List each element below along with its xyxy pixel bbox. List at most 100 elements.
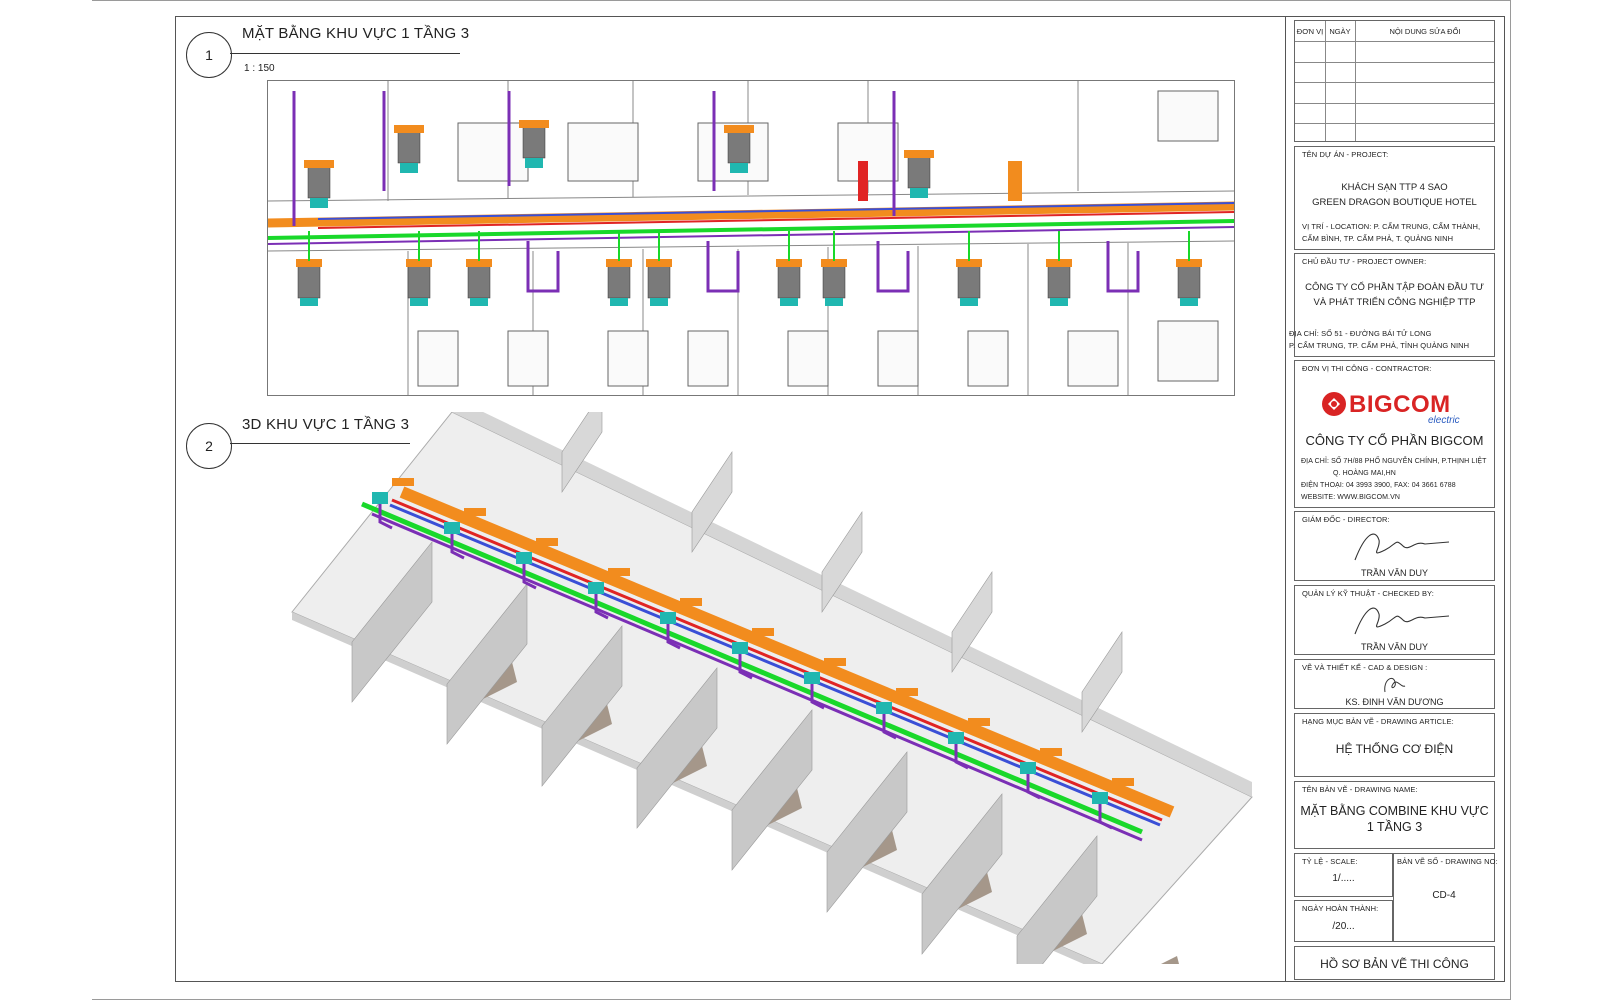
iso-fcu-unit xyxy=(588,582,604,594)
plan-unit-duct xyxy=(724,125,754,133)
plan-fcu-unit xyxy=(907,155,931,189)
iso-partition-wall xyxy=(691,451,733,553)
floor-plan-drawing xyxy=(268,81,1234,395)
plan-unit-duct xyxy=(304,160,334,168)
footer-text: HỒ SƠ BẢN VẼ THI CÔNG xyxy=(1320,957,1469,971)
scale-cell: TỶ LỆ - SCALE: 1/..... xyxy=(1294,853,1393,897)
contractor-cell: ĐƠN VỊ THI CÔNG - CONTRACTOR: BIGCOM ele… xyxy=(1294,360,1495,508)
plan-fcu-unit xyxy=(522,125,546,159)
iso-unit-duct xyxy=(464,508,486,516)
plan-fcu-unit xyxy=(777,265,801,299)
plan-branch-loop xyxy=(1106,241,1140,293)
contractor-phone: ĐIỆN THOẠI: 04 3993 3900, FAX: 04 3661 6… xyxy=(1301,482,1456,489)
article-cell: HẠNG MỤC BẢN VẼ - DRAWING ARTICLE: HỆ TH… xyxy=(1294,713,1495,777)
plan-unit-duct xyxy=(776,259,802,267)
designer-label: VẼ VÀ THIẾT KẾ - CAD & DESIGN : xyxy=(1302,663,1428,672)
iso-branch-pipe xyxy=(738,654,753,680)
plan-fcu-unit xyxy=(607,265,631,299)
plan-branch-loop xyxy=(706,241,740,293)
iso-fcu-unit xyxy=(948,732,964,744)
iso-branch-pipe xyxy=(378,504,393,530)
revision-row-5 xyxy=(1295,123,1494,124)
checker-cell: QUẢN LÝ KỸ THUẬT - CHECKED BY: TRẦN VĂN … xyxy=(1294,585,1495,655)
iso-fcu-unit xyxy=(1092,792,1108,804)
plan-unit-duct xyxy=(296,259,322,267)
revision-col-2 xyxy=(1355,21,1356,141)
director-label: GIÁM ĐỐC - DIRECTOR: xyxy=(1302,515,1390,524)
iso-branch-pipe xyxy=(522,564,537,590)
view-1-title: MẶT BẰNG KHU VỰC 1 TẦNG 3 xyxy=(242,25,470,42)
plan-unit-grille xyxy=(1050,298,1068,306)
iso-fcu-unit xyxy=(732,642,748,654)
scale-value: 1/..... xyxy=(1332,873,1355,884)
article-label: HẠNG MỤC BẢN VẼ - DRAWING ARTICLE: xyxy=(1302,717,1454,726)
iso-fcu-unit xyxy=(876,702,892,714)
isometric-drawing xyxy=(291,412,1253,964)
plan-unit-grille xyxy=(730,163,748,173)
iso-unit-duct xyxy=(392,478,414,486)
iso-fcu-unit xyxy=(444,522,460,534)
project-cell: TÊN DỰ ÁN - PROJECT: KHÁCH SẠN TTP 4 SAO… xyxy=(1294,146,1495,250)
plan-unit-duct xyxy=(394,125,424,133)
iso-partition-wall xyxy=(951,571,993,673)
plan-fcu-unit xyxy=(957,265,981,299)
plan-fcu-unit xyxy=(467,265,491,299)
iso-unit-duct xyxy=(752,628,774,636)
iso-fcu-unit xyxy=(660,612,676,624)
completion-label: NGÀY HOÀN THÀNH: xyxy=(1302,904,1379,913)
revision-header-unit: ĐƠN VỊ xyxy=(1296,26,1324,36)
article-value: HỆ THỐNG CƠ ĐIỆN xyxy=(1335,742,1454,756)
plan-fcu-unit xyxy=(822,265,846,299)
iso-branch-pipe xyxy=(1026,774,1041,800)
drawing-frame xyxy=(175,16,1505,982)
revision-header-content: NỘI DUNG SỬA ĐỔI xyxy=(1389,26,1461,36)
title-block: ĐƠN VỊ NGÀY NỘI DUNG SỬA ĐỔI TÊN DỰ ÁN -… xyxy=(1285,16,1505,982)
director-signature xyxy=(1354,533,1450,561)
view-1-number-text: 1 xyxy=(205,47,213,63)
iso-partition-wall xyxy=(1081,631,1123,733)
plan-branch-loop xyxy=(876,241,910,293)
iso-partition-wall xyxy=(921,793,1003,955)
plan-unit-duct xyxy=(606,259,632,267)
iso-bed xyxy=(1161,956,1179,964)
iso-fcu-unit xyxy=(516,552,532,564)
plan-fcu-unit xyxy=(647,265,671,299)
iso-fcu-unit xyxy=(1020,762,1036,774)
plan-unit-grille xyxy=(1180,298,1198,306)
iso-unit-duct xyxy=(680,598,702,606)
sheet-edge-top xyxy=(92,0,1510,1)
isometric-3d-view[interactable] xyxy=(262,412,1256,964)
iso-fcu-unit xyxy=(372,492,388,504)
contractor-address-1: ĐỊA CHỈ: SỐ 7H/88 PHỐ NGUYỄN CHÍNH, P.TH… xyxy=(1301,458,1487,465)
director-name: TRẦN VĂN DUY xyxy=(1360,568,1428,578)
plan-fcu-unit xyxy=(407,265,431,299)
iso-partition-wall xyxy=(731,709,813,871)
revision-table: ĐƠN VỊ NGÀY NỘI DUNG SỬA ĐỔI xyxy=(1294,20,1495,142)
floor-plan-view[interactable] xyxy=(267,80,1235,396)
contractor-website: WEBSITE: WWW.BIGCOM.VN xyxy=(1301,494,1401,501)
iso-branch-pipe xyxy=(1098,804,1113,830)
iso-fcu-unit xyxy=(804,672,820,684)
iso-partition-wall xyxy=(351,541,433,703)
plan-fcu-unit xyxy=(307,165,331,199)
iso-branch-pipe xyxy=(594,594,609,620)
view-2-number-text: 2 xyxy=(205,438,213,454)
plan-unit-grille xyxy=(610,298,628,306)
project-label: TÊN DỰ ÁN - PROJECT: xyxy=(1302,150,1389,159)
plan-unit-grille xyxy=(300,298,318,306)
contractor-address-2: Q. HOÀNG MAI,HN xyxy=(1333,470,1396,477)
plan-unit-grille xyxy=(780,298,798,306)
plan-unit-duct xyxy=(646,259,672,267)
view-1-title-rule xyxy=(230,53,460,54)
designer-name: KS. ĐINH VĂN DƯƠNG xyxy=(1345,697,1444,707)
owner-address-2: P. CẨM TRUNG, TP. CẨM PHẢ, TỈNH QUẢNG NI… xyxy=(1289,341,1470,350)
plan-fcu-unit xyxy=(1047,265,1071,299)
iso-partition-wall xyxy=(821,511,863,613)
plan-unit-duct xyxy=(904,150,934,158)
plan-fcu-unit xyxy=(297,265,321,299)
revision-col-1 xyxy=(1325,21,1326,141)
iso-partition-wall xyxy=(541,625,623,787)
iso-unit-duct xyxy=(536,538,558,546)
plan-unit-grille xyxy=(525,158,543,168)
sheet-edge-right xyxy=(1510,0,1511,1000)
